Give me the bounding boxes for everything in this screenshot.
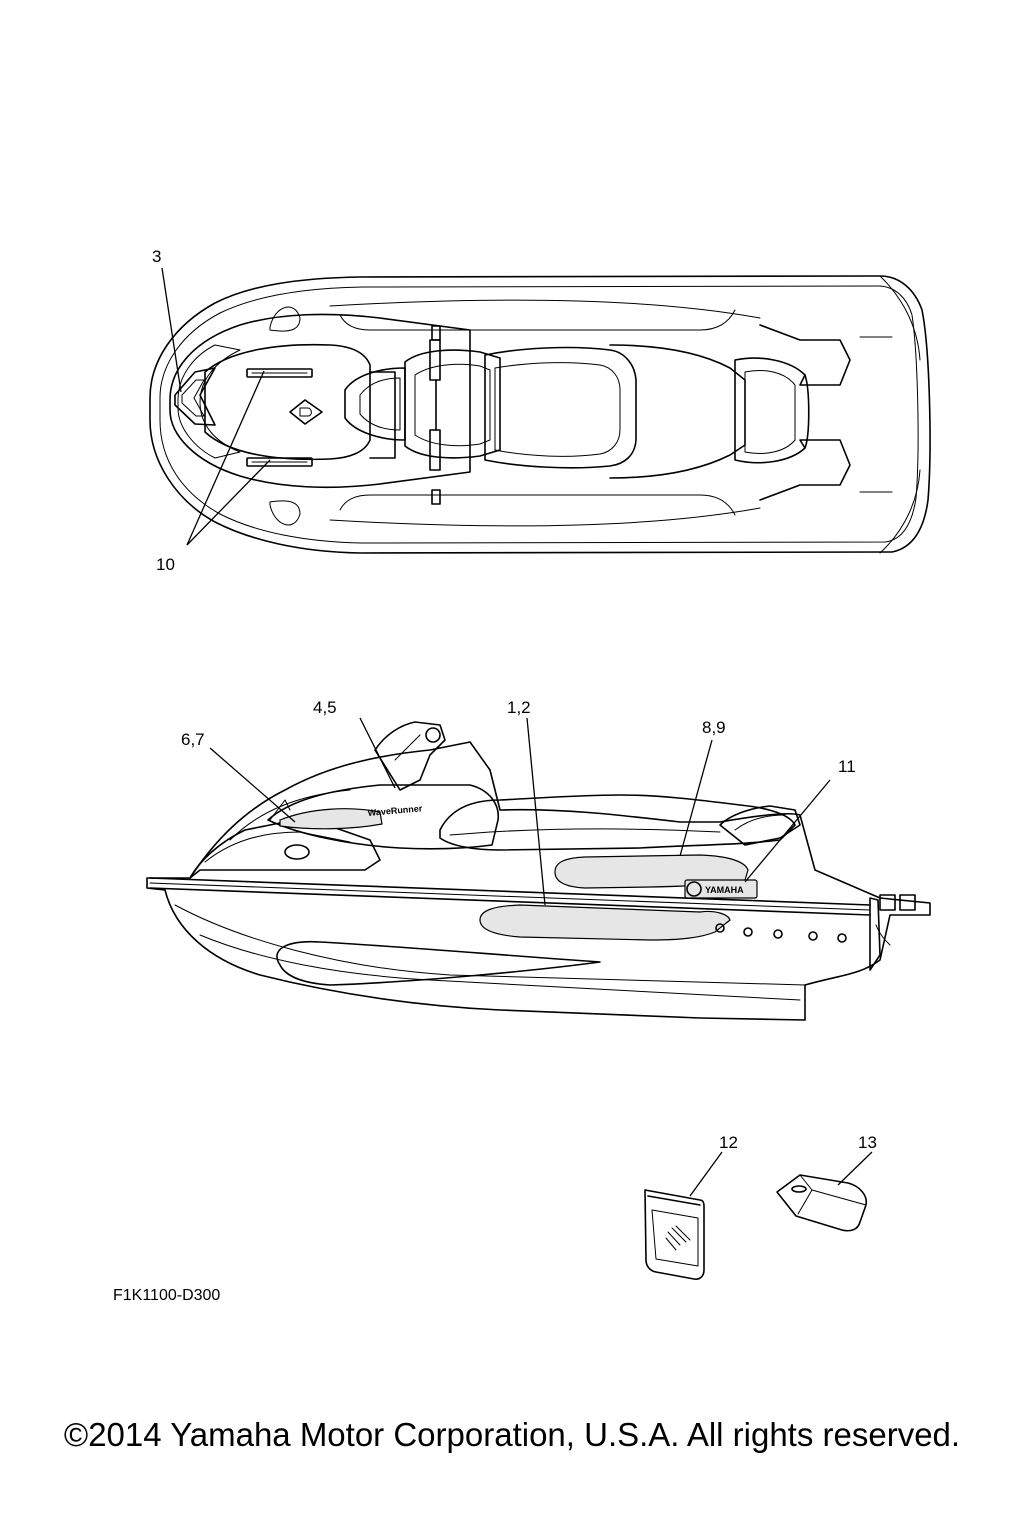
copyright-notice: ©2014 Yamaha Motor Corporation, U.S.A. A…	[63, 1416, 961, 1453]
callout-10: 10	[156, 555, 175, 574]
diagram-code: F1K1100-D300	[113, 1287, 220, 1304]
top-view-watercraft	[149, 267, 931, 554]
callout-11: 11	[838, 757, 856, 776]
callout-13: 13	[858, 1133, 877, 1152]
callout-6-7: 6,7	[181, 730, 205, 749]
decal-waverunner: WaveRunner	[367, 803, 423, 818]
side-view-watercraft: WaveRunner YAMAHA	[146, 717, 931, 1021]
callout-8-9: 8,9	[702, 718, 726, 737]
callout-1-2: 1,2	[507, 698, 531, 717]
callout-12: 12	[719, 1133, 738, 1152]
callout-3: 3	[152, 247, 161, 266]
part-12-document-pouch	[644, 1151, 723, 1280]
part-13-holder	[776, 1151, 873, 1232]
decal-yamaha: YAMAHA	[705, 885, 744, 895]
callout-4-5: 4,5	[313, 698, 337, 717]
